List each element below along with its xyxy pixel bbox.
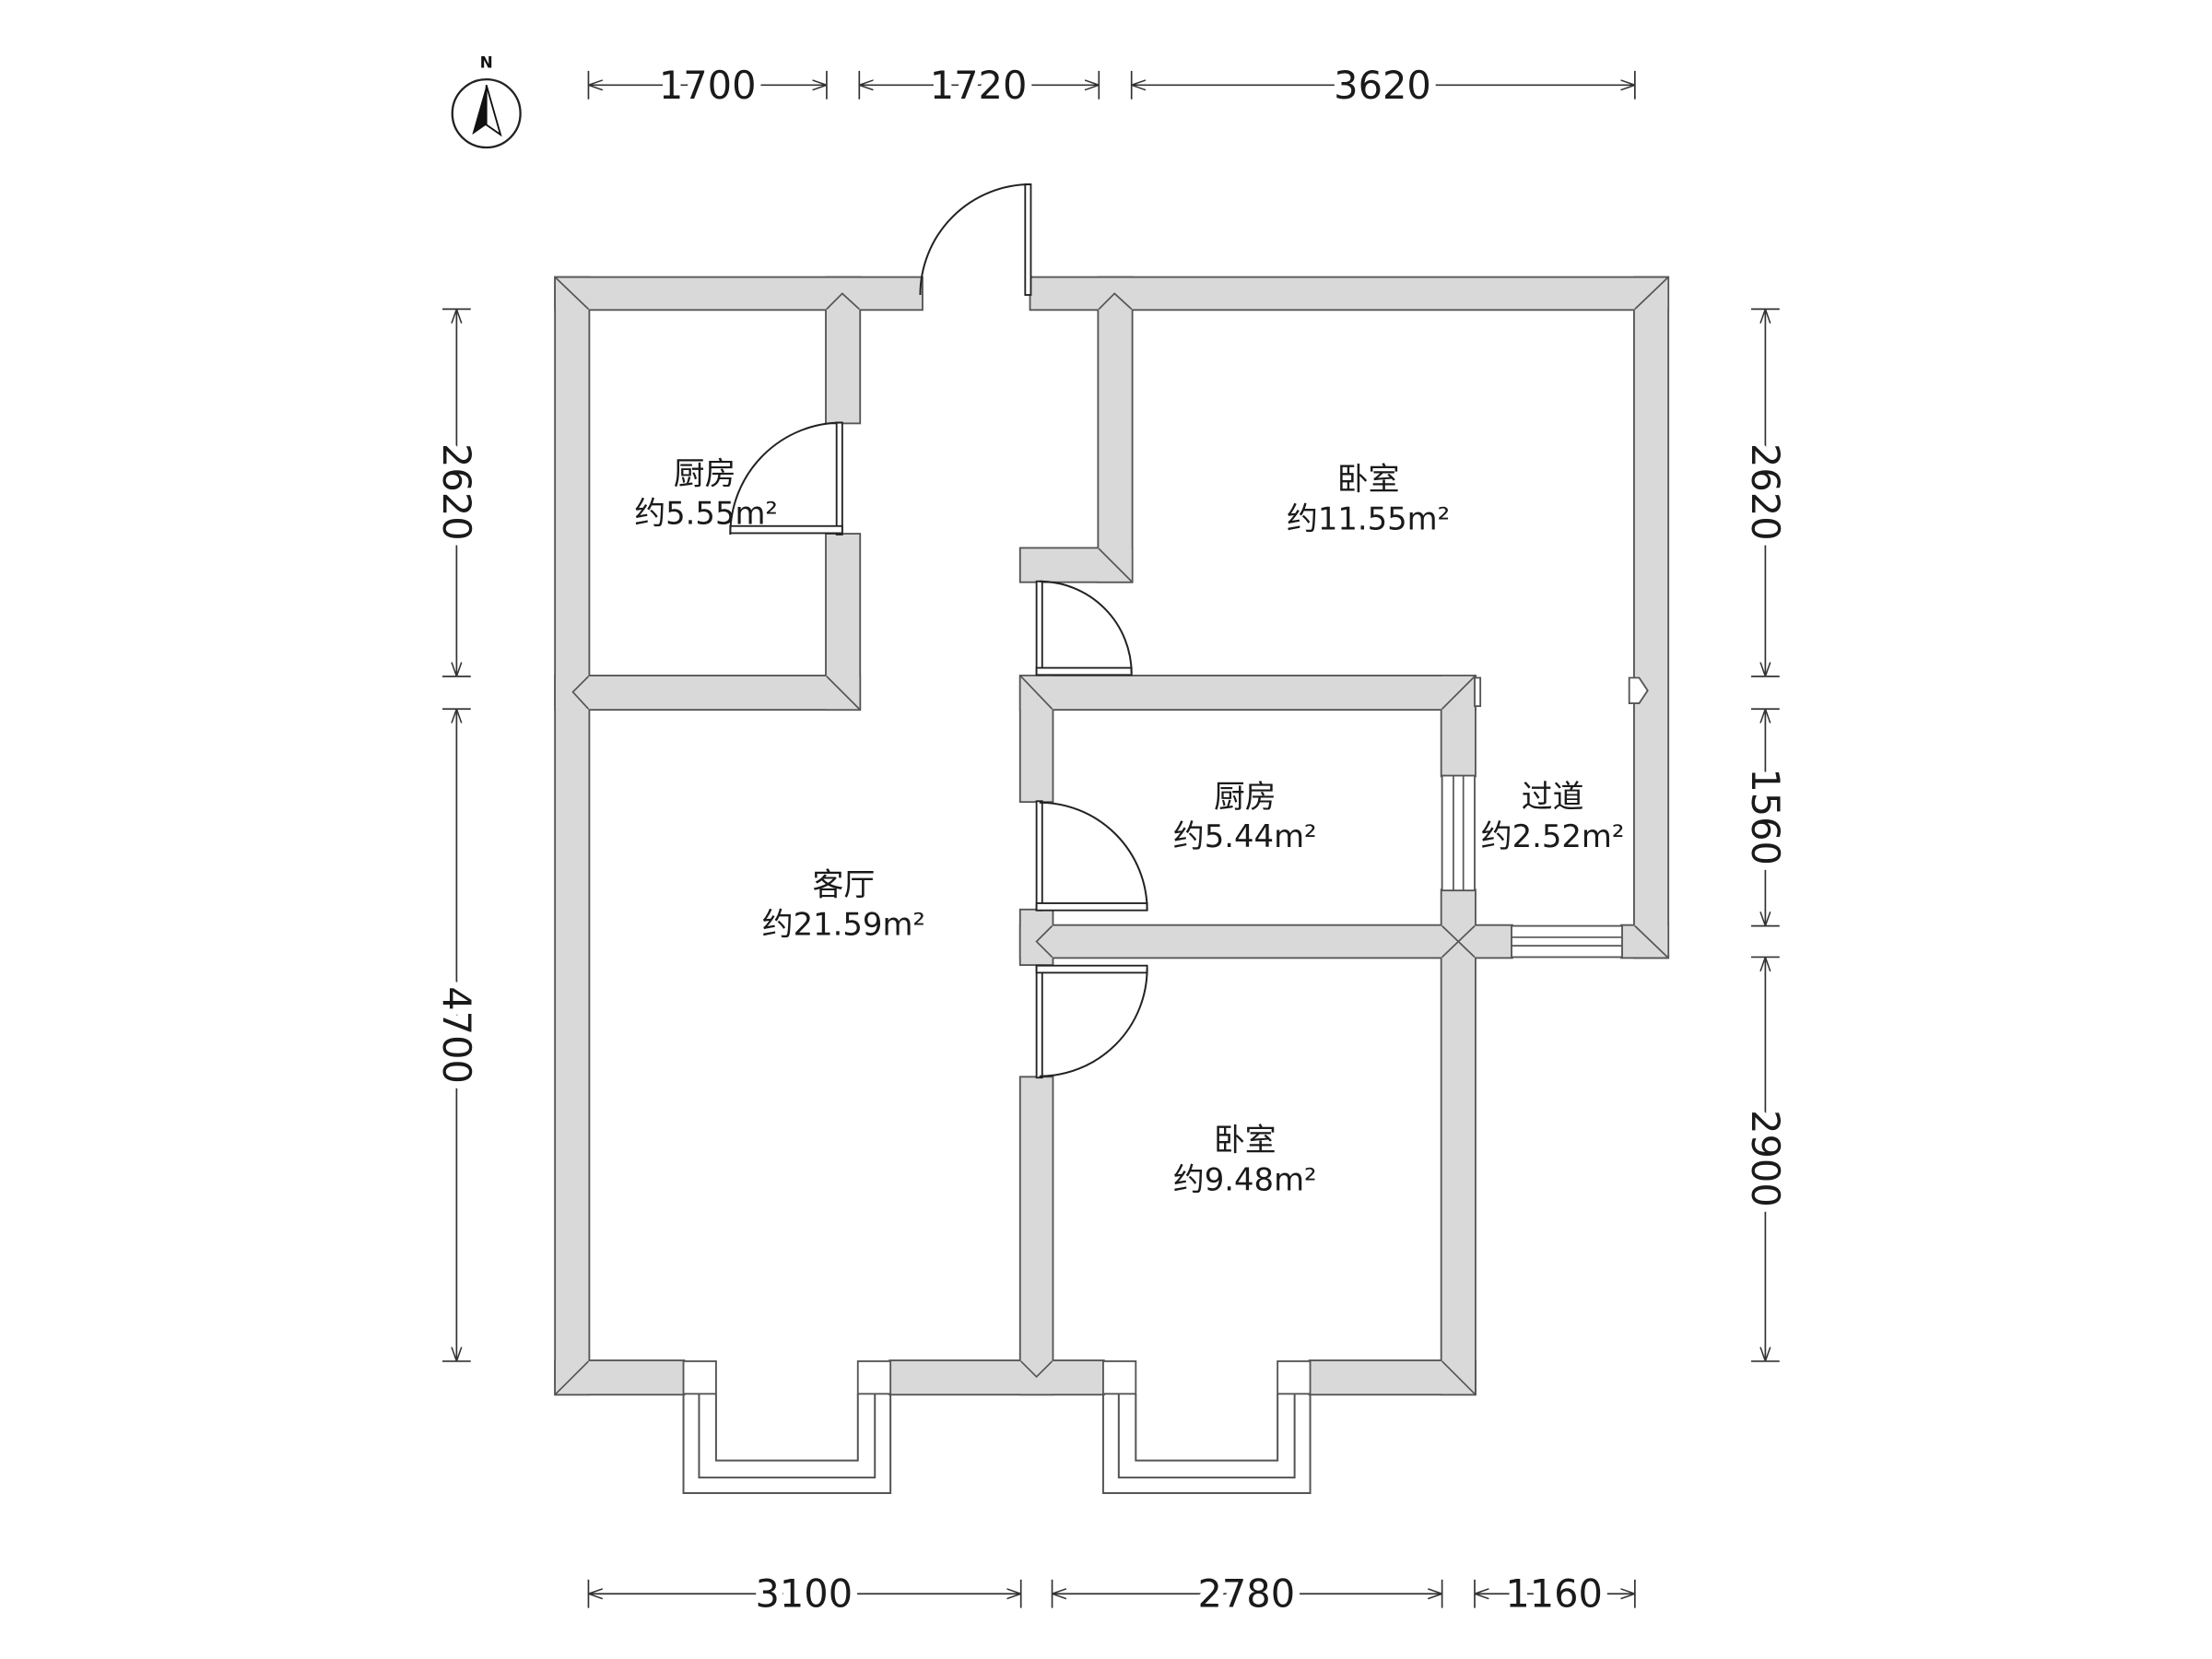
door-frame [835, 421, 843, 535]
joint-right-lower [1634, 925, 1668, 959]
dimension-label-top-1: 1700 [659, 63, 757, 108]
door-leaf [1035, 902, 1148, 912]
bay-post-living-left [682, 1360, 717, 1395]
compass-north-label: N [480, 53, 493, 72]
room-area-kitchen-top: 约5.55m² [634, 495, 778, 531]
room-labels: 厨房 约5.55m² 卧室 约11.55m² 厨房 约5.44m² 过道 约2.… [634, 455, 1624, 1197]
dimension-label-bottom-3: 1160 [1505, 1571, 1603, 1617]
joint-top-hall [1098, 292, 1133, 311]
joint-kitchen-corner [826, 676, 860, 710]
door-swing-arc [1039, 801, 1148, 911]
joint-bottom-right [1441, 1360, 1476, 1394]
window-corridor-bottom [1511, 924, 1623, 959]
room-name-kitchen-middle: 厨房 [1214, 779, 1277, 815]
bay-window-bedroom [1101, 1394, 1312, 1495]
wall-joints [555, 276, 1668, 1394]
dimensions-bottom: 3100 2780 1160 [587, 1564, 1636, 1623]
dimension-label-top-2: 1720 [930, 63, 1028, 108]
dimensions-right: 2620 1560 2900 [1735, 308, 1795, 1362]
dimension-label-right-3: 2900 [1743, 1110, 1788, 1207]
door-frame [1035, 964, 1043, 1079]
bay-post-bedroom-left [1102, 1360, 1137, 1395]
dimension-label-bottom-2: 2780 [1197, 1571, 1295, 1617]
joint-hall-notch [1098, 547, 1133, 582]
dimension-label-right-1: 2620 [1743, 443, 1788, 541]
joint-bottom-left [555, 1360, 590, 1394]
door-entrance [919, 183, 1032, 296]
dimension-label-right-2: 1560 [1743, 768, 1788, 865]
room-area-corridor: 约2.52m² [1481, 818, 1625, 854]
joint-bottom-middle [1020, 1360, 1053, 1379]
door-swing-arc [1039, 968, 1148, 1077]
room-name-kitchen-top: 厨房 [674, 455, 736, 491]
joint-middle-lower-left [1035, 925, 1053, 959]
joint-middle-upper-left [1020, 676, 1053, 710]
door-leaf [1035, 666, 1133, 677]
bay-post-bedroom-right [1277, 1360, 1312, 1395]
windows [1441, 677, 1649, 959]
dimensions-left: 2620 4700 [427, 308, 487, 1362]
dimension-label-left-1: 2620 [434, 443, 479, 541]
bay-window-living [682, 1394, 892, 1495]
door-swing-arc [1039, 580, 1133, 674]
room-name-living-room: 客厅 [813, 866, 876, 902]
joint-middle-lower-cross [1441, 925, 1476, 959]
dimensions-top: 1700 1720 3620 [587, 55, 1636, 115]
room-area-living-room: 约21.59m² [762, 907, 925, 943]
door-frame [1035, 800, 1043, 912]
door-frame [1035, 580, 1043, 677]
door-bedroom-bottom [1035, 964, 1148, 1079]
joint-left-kitchen [571, 676, 590, 710]
door-kitchen-top [729, 421, 843, 535]
joint-middle-upper-right [1441, 676, 1476, 710]
door-kitchen-middle [1035, 800, 1148, 912]
door-leaf [1024, 183, 1032, 296]
joint-top-right [1634, 276, 1668, 310]
joint-top-kitchen [826, 292, 860, 311]
room-area-bedroom-top: 约11.55m² [1287, 501, 1450, 537]
door-swing-arc [729, 421, 842, 535]
bay-windows [682, 1360, 1312, 1495]
room-name-corridor: 过道 [1522, 779, 1584, 815]
opening-post [1474, 677, 1482, 708]
compass: N [451, 53, 522, 149]
opening-marker [1628, 677, 1649, 705]
room-area-bedroom-bottom: 约9.48m² [1173, 1161, 1317, 1197]
doors [729, 183, 1148, 1079]
dimension-label-bottom-1: 3100 [755, 1571, 853, 1617]
dimension-label-top-3: 3620 [1334, 63, 1431, 108]
door-leaf [1035, 964, 1148, 974]
room-name-bedroom-top: 卧室 [1337, 461, 1400, 497]
door-bedroom-top [1035, 580, 1133, 677]
room-name-bedroom-bottom: 卧室 [1214, 1122, 1277, 1158]
compass-arrow-right-icon [485, 85, 502, 137]
window-corridor-left [1441, 774, 1476, 892]
dimension-label-left-2: 4700 [434, 986, 479, 1084]
joint-top-left [555, 276, 590, 310]
bay-post-living-right [856, 1360, 892, 1395]
room-area-kitchen-middle: 约5.44m² [1173, 818, 1317, 854]
door-swing-arc [919, 183, 1031, 296]
